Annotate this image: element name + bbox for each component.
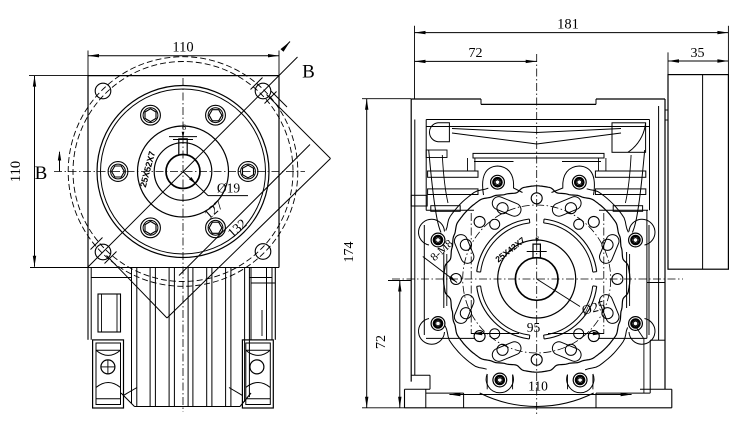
svg-text:35: 35 xyxy=(691,46,705,61)
svg-text:B: B xyxy=(302,62,315,83)
svg-text:110: 110 xyxy=(172,40,193,56)
svg-text:181: 181 xyxy=(557,17,579,33)
svg-text:6: 6 xyxy=(182,123,186,132)
svg-text:174: 174 xyxy=(342,242,357,263)
svg-text:B: B xyxy=(35,163,48,184)
svg-text:Ø25: Ø25 xyxy=(580,297,607,318)
svg-text:110: 110 xyxy=(528,379,548,394)
svg-text:72: 72 xyxy=(469,46,483,61)
svg-text:110: 110 xyxy=(8,161,24,182)
svg-text:Ø19: Ø19 xyxy=(217,181,240,196)
svg-text:95: 95 xyxy=(527,320,541,335)
svg-text:72: 72 xyxy=(374,335,389,349)
